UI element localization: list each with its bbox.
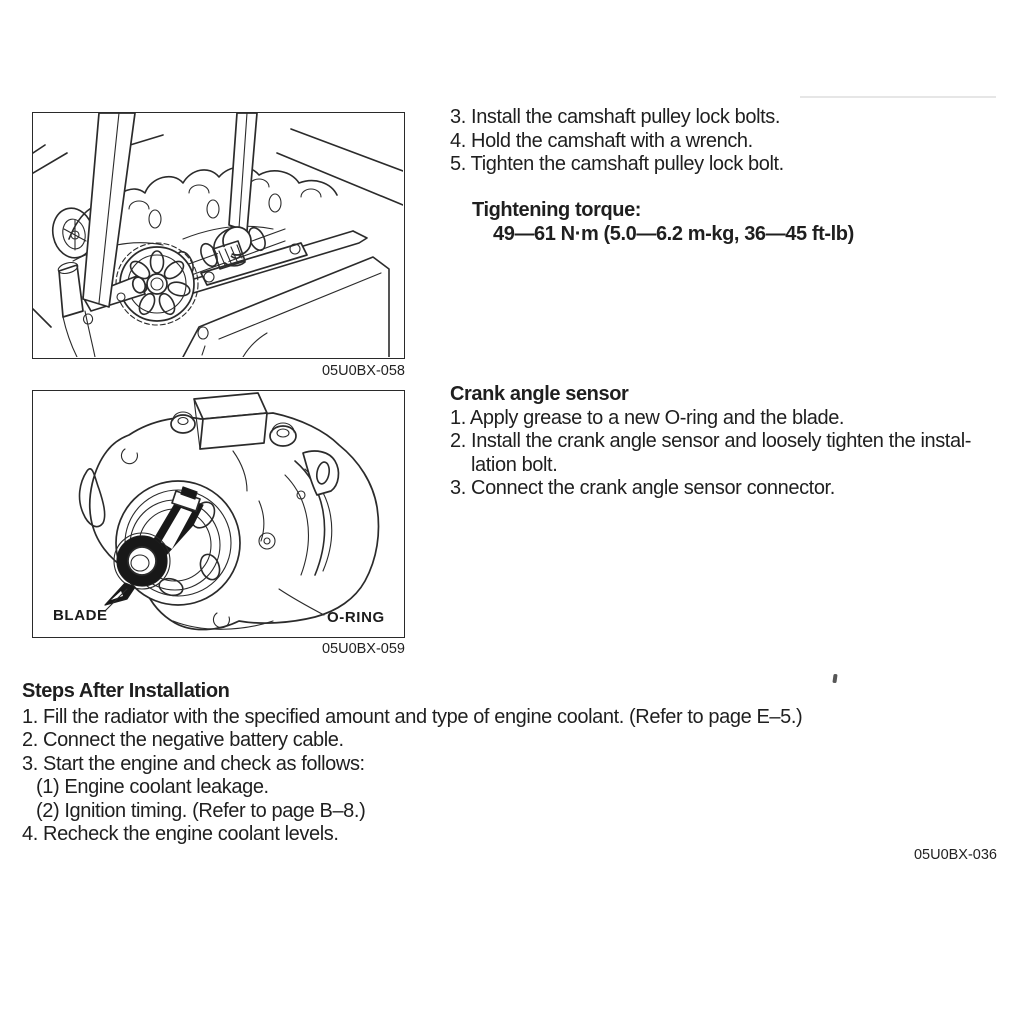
crank-angle-sensor-illustration: BLADE O-RING (53, 392, 385, 631)
rotor-cutout (158, 577, 184, 597)
sub-step-line: (2) Ignition timing. (Refer to page B–8.… (36, 799, 366, 822)
teardrop-hole (197, 326, 209, 356)
o-ring-groove (294, 460, 326, 576)
rotor-cutout (199, 553, 221, 581)
page-code: 05U0BX-036 (913, 847, 997, 863)
torque-spec-block: Tightening torque: 49—61 N·m (5.0—6.2 m-… (472, 199, 854, 246)
scan-artifact-speck (832, 673, 838, 684)
rail-bolt (289, 243, 301, 255)
torque-value: 49—61 N·m (5.0—6.2 m-kg, 36—45 ft-lb) (493, 222, 854, 245)
slab-accent (218, 272, 382, 357)
step-line: 4. Recheck the engine coolant levels. (22, 823, 339, 845)
section-heading: Crank angle sensor (450, 383, 629, 405)
step-line: 5. Tighten the camshaft pulley lock bolt… (450, 153, 784, 175)
torque-heading: Tightening torque: (472, 199, 642, 221)
background-diagonal (276, 152, 403, 206)
camshaft-hex (212, 240, 246, 270)
step-line: 3. Start the engine and check as follows… (22, 752, 365, 775)
boss-hole (258, 532, 276, 550)
step-line-continuation: lation bolt. (471, 453, 558, 476)
head-side-slab (182, 256, 390, 357)
body-accents (120, 448, 274, 630)
engine-camshaft-illustration (33, 113, 403, 357)
figure1-caption: 05U0BX-058 (321, 363, 405, 379)
rail-bolt (203, 271, 215, 283)
cam-caps (128, 178, 322, 210)
connector-block (193, 392, 268, 450)
figure2-caption: 05U0BX-059 (321, 641, 405, 657)
head-rail (200, 242, 308, 286)
step-line: 1. Apply grease to a new O-ring and the … (450, 406, 845, 429)
crank-angle-sensor-section: Crank angle sensor 1. Apply grease to a … (450, 383, 971, 501)
breaker-bar (82, 113, 136, 308)
blade-label: BLADE (53, 607, 108, 624)
background-diagonal (33, 144, 68, 174)
background-diagonal (290, 128, 403, 172)
figure-camshaft-pulley (32, 112, 405, 359)
blade (104, 486, 204, 606)
step-line: 2. Install the crank angle sensor and lo… (450, 430, 971, 452)
oring-label: O-RING (327, 609, 385, 626)
cover-bolts (170, 411, 297, 447)
sub-step-line: (1) Engine coolant leakage. (36, 776, 269, 798)
camshaft-steps-section: 3. Install the camshaft pulley lock bolt… (450, 106, 784, 177)
mounting-slot (78, 468, 106, 528)
valve-spring (268, 193, 282, 213)
steps-after-installation-section: Steps After Installation 1. Fill the rad… (22, 680, 803, 847)
blade-leader-line (104, 588, 128, 612)
front-boss (57, 261, 96, 357)
step-line: 1. Fill the radiator with the specified … (22, 705, 803, 728)
small-hole (296, 490, 306, 500)
flange-tab (302, 450, 340, 496)
step-line: 3. Install the camshaft pulley lock bolt… (450, 106, 781, 128)
step-line: 4. Hold the camshaft with a wrench. (450, 129, 753, 152)
valve-spring (206, 199, 220, 219)
step-line: 2. Connect the negative battery cable. (22, 729, 344, 751)
boss-hole-center (263, 537, 271, 545)
figure-crank-angle-sensor: BLADE O-RING (32, 390, 405, 638)
wrench (213, 113, 258, 267)
valve-spring (148, 209, 162, 229)
scan-artifact-line (800, 96, 996, 98)
background-diagonal (33, 308, 52, 328)
step-line: 3. Connect the crank angle sensor connec… (450, 477, 835, 499)
section-heading: Steps After Installation (22, 680, 230, 702)
flange-hole (315, 461, 331, 485)
oring-leader-line (278, 588, 325, 616)
